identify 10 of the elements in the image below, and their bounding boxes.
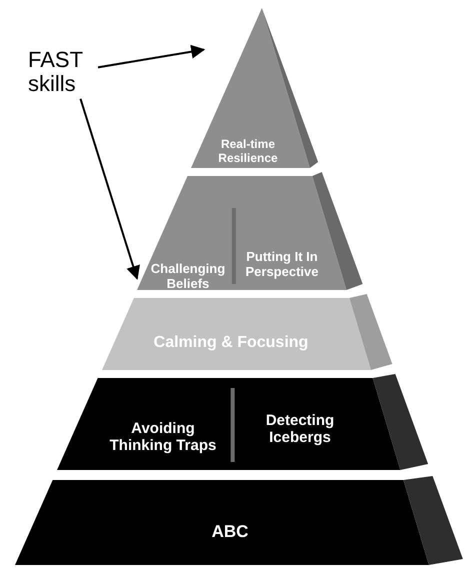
tier-label: Calming & Focusing <box>152 334 310 352</box>
tier-label: Detecting Icebergs <box>264 412 336 446</box>
arrow <box>98 44 206 68</box>
tier-label: Real-time Resilience <box>217 138 279 166</box>
tier-label: Avoiding Thinking Traps <box>108 420 218 454</box>
tier-label: Putting It In Perspective <box>244 250 320 280</box>
arrow <box>80 98 140 280</box>
callout-text: FAST skills <box>28 48 84 96</box>
tier-label: Challenging Beliefs <box>150 262 226 292</box>
tier-label: ABC <box>210 522 250 542</box>
